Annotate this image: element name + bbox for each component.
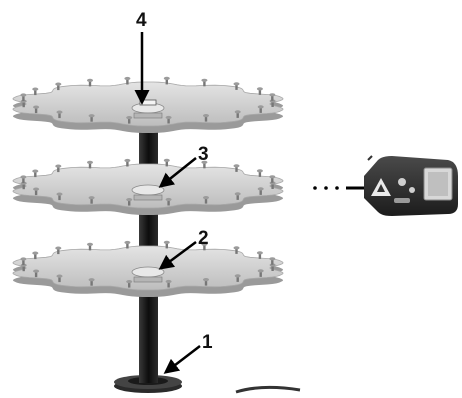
tray-peg <box>165 115 172 124</box>
callout-label-3: 3 <box>198 144 209 165</box>
tray-peg <box>20 257 27 265</box>
tray-peg <box>257 105 264 113</box>
tray-peg <box>32 87 39 96</box>
tray-peg <box>203 278 209 286</box>
tray-peg <box>269 93 276 101</box>
tray-peg <box>56 110 63 119</box>
callout-label-4: 4 <box>136 10 147 31</box>
tray-peg <box>269 175 276 183</box>
tray-peg <box>20 93 27 101</box>
tray-peg <box>269 257 276 265</box>
tray-peg <box>256 87 263 95</box>
tray-peg <box>87 242 93 251</box>
tray-peg <box>201 242 208 251</box>
tray-peg <box>233 82 240 90</box>
tray-peg <box>257 269 264 277</box>
tray-peg <box>234 110 241 118</box>
tray-peg <box>32 251 39 260</box>
tray-peg <box>234 192 241 200</box>
tray-peg <box>20 175 27 183</box>
handheld-tachometer <box>364 155 458 216</box>
tray-bracket <box>133 276 163 283</box>
tray-peg <box>203 114 209 122</box>
tray-peg <box>163 240 170 249</box>
tray-peg <box>257 187 264 195</box>
tachometer-button <box>398 178 406 186</box>
laser-beam-line <box>313 186 364 190</box>
tray-peg <box>233 164 240 172</box>
tray-peg <box>165 197 172 206</box>
tray-peg <box>126 280 133 288</box>
callout-arrow-2 <box>158 240 197 270</box>
tray-peg <box>201 160 208 169</box>
tray-peg <box>33 187 40 196</box>
tray-peg <box>56 274 63 283</box>
tray-level-2 <box>12 158 284 215</box>
tray-level-1 <box>12 240 284 297</box>
tray-peg <box>165 279 172 288</box>
tray-peg <box>55 164 62 173</box>
tray-peg <box>33 269 40 278</box>
tray-bracket <box>133 194 163 201</box>
tray-peg <box>233 246 240 254</box>
tray-peg <box>56 192 63 201</box>
tray-hub <box>131 266 165 278</box>
tray-peg <box>124 158 131 167</box>
tray-peg <box>88 114 95 122</box>
tray-peg <box>88 196 95 204</box>
tray-peg <box>163 158 170 167</box>
tray-peg <box>55 82 62 91</box>
tray-peg <box>126 198 133 206</box>
tray-peg <box>234 274 241 282</box>
tray-peg <box>55 246 62 255</box>
tray-peg <box>163 76 170 85</box>
tray-peg <box>32 169 39 178</box>
tray-peg <box>124 76 131 85</box>
tray-peg <box>256 169 263 177</box>
tray-peg <box>256 251 263 259</box>
callout-label-1: 1 <box>202 332 213 353</box>
tray-peg <box>201 78 208 87</box>
callout-label-2: 2 <box>198 228 209 249</box>
tray-bracket <box>133 112 163 119</box>
tray-peg <box>87 160 93 169</box>
tray-peg <box>126 116 133 124</box>
tray-peg <box>87 78 93 87</box>
tray-stack <box>12 76 284 297</box>
floor-shadow <box>235 385 301 394</box>
tray-peg <box>88 278 95 286</box>
callout-arrow-1 <box>163 345 201 374</box>
tray-peg <box>203 196 209 204</box>
tray-peg <box>124 240 131 249</box>
tray-hub <box>131 184 165 196</box>
tray-peg <box>33 105 40 114</box>
callout-arrow-3 <box>158 157 197 188</box>
